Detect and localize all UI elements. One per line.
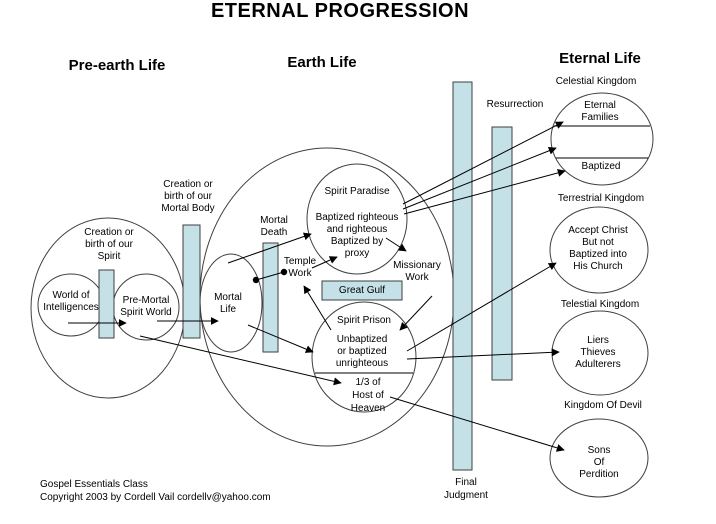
- kingdom-of-devil-label: Kingdom Of Devil: [564, 400, 642, 411]
- mortal-life-label: Mortal Life: [214, 292, 242, 315]
- spirit-paradise-circle: [306, 163, 408, 275]
- arrow-prison-to-perdition: [389, 396, 565, 452]
- footer-class-name: Gospel Essentials Class: [40, 479, 148, 490]
- temple-work-label: Temple Work: [283, 256, 317, 279]
- missionary-work-label: Missionary Work: [393, 260, 441, 283]
- terrestrial-kingdom-circle: [549, 206, 649, 294]
- mortal-death-label: Mortal Death: [260, 215, 288, 238]
- terrestrial-body-label: Accept Christ But not Baptized into His …: [568, 225, 628, 272]
- spirit-prison-third-label: 1/3 of Host of Heaven: [350, 377, 386, 414]
- arrow-premortal-to-third-host: [139, 335, 342, 386]
- arrow-paradise-to-celestial-families: [402, 121, 564, 205]
- creation-of-spirit-label: Creation or birth of our Spirit: [84, 227, 134, 262]
- kingdom-of-devil-circle: [549, 418, 649, 498]
- mortal-death-bar: [262, 242, 279, 353]
- pre-mortal-spirit-world-label: Pre-Mortal Spirit World: [120, 295, 172, 318]
- arrow-mortal-life-to-paradise: [227, 232, 312, 264]
- spirit-paradise-body: Baptized righteous and righteous Baptize…: [315, 212, 399, 259]
- temple-work-connector-dot-right: [280, 268, 288, 276]
- resurrection-label: Resurrection: [486, 99, 544, 110]
- arrow-paradise-to-missionary-work: [385, 237, 407, 252]
- arrow-prison-to-temple-work: [303, 285, 332, 331]
- temple-work-connector-dot-left: [252, 276, 260, 284]
- final-judgment-bar: [452, 81, 473, 471]
- arrow-prison-to-terrestrial: [406, 262, 557, 352]
- sons-of-perdition-label: Sons Of Perdition: [579, 445, 619, 480]
- arrow-paradise-to-celestial-baptized: [403, 168, 566, 215]
- arrow-mortal-life-to-prison: [247, 324, 314, 353]
- arrow-prison-to-telestial: [406, 348, 560, 360]
- great-gulf-label: Great Gulf: [338, 285, 386, 296]
- celestial-kingdom-circle: [550, 92, 654, 186]
- creation-of-spirit-bar: [98, 269, 115, 339]
- terrestrial-kingdom-label: Terrestrial Kingdom: [557, 193, 645, 204]
- header-earth-life: Earth Life: [287, 54, 357, 71]
- header-eternal-life: Eternal Life: [559, 50, 641, 67]
- final-judgment-label: Final Judgment: [444, 477, 488, 501]
- arrow-paradise-to-celestial-middle: [402, 146, 557, 210]
- page-title: ETERNAL PROGRESSION: [210, 0, 470, 22]
- footer-copyright: Copyright 2003 by Cordell Vail cordellv@…: [40, 492, 271, 503]
- arrow-missionary-work-to-prison: [399, 295, 433, 331]
- spirit-prison-circle: [311, 301, 417, 413]
- arrow-temple-work-to-proxy: [311, 256, 338, 269]
- creation-of-mortal-body-bar: [182, 224, 201, 339]
- temple-work-connector-line: [255, 271, 285, 281]
- spirit-paradise-title: Spirit Paradise: [324, 186, 390, 197]
- resurrection-bar: [491, 126, 513, 381]
- celestial-baptized-label: Baptized: [581, 161, 621, 172]
- spirit-prison-title: Spirit Prison: [337, 315, 391, 326]
- world-of-intelligences-label: World of Intelligences: [43, 290, 99, 313]
- header-pre-earth-life: Pre-earth Life: [68, 57, 166, 74]
- creation-of-mortal-body-label: Creation or birth of our Mortal Body: [161, 179, 215, 214]
- telestial-body-label: Liers Thieves Adulterers: [575, 335, 621, 370]
- great-gulf-box: [321, 280, 403, 301]
- celestial-kingdom-label: Celestial Kingdom: [555, 76, 637, 87]
- spirit-prison-body: Unbaptized or baptized unrighteous: [335, 334, 389, 369]
- telestial-kingdom-label: Telestial Kingdom: [560, 299, 640, 310]
- celestial-eternal-families-label: Eternal Families: [581, 100, 619, 123]
